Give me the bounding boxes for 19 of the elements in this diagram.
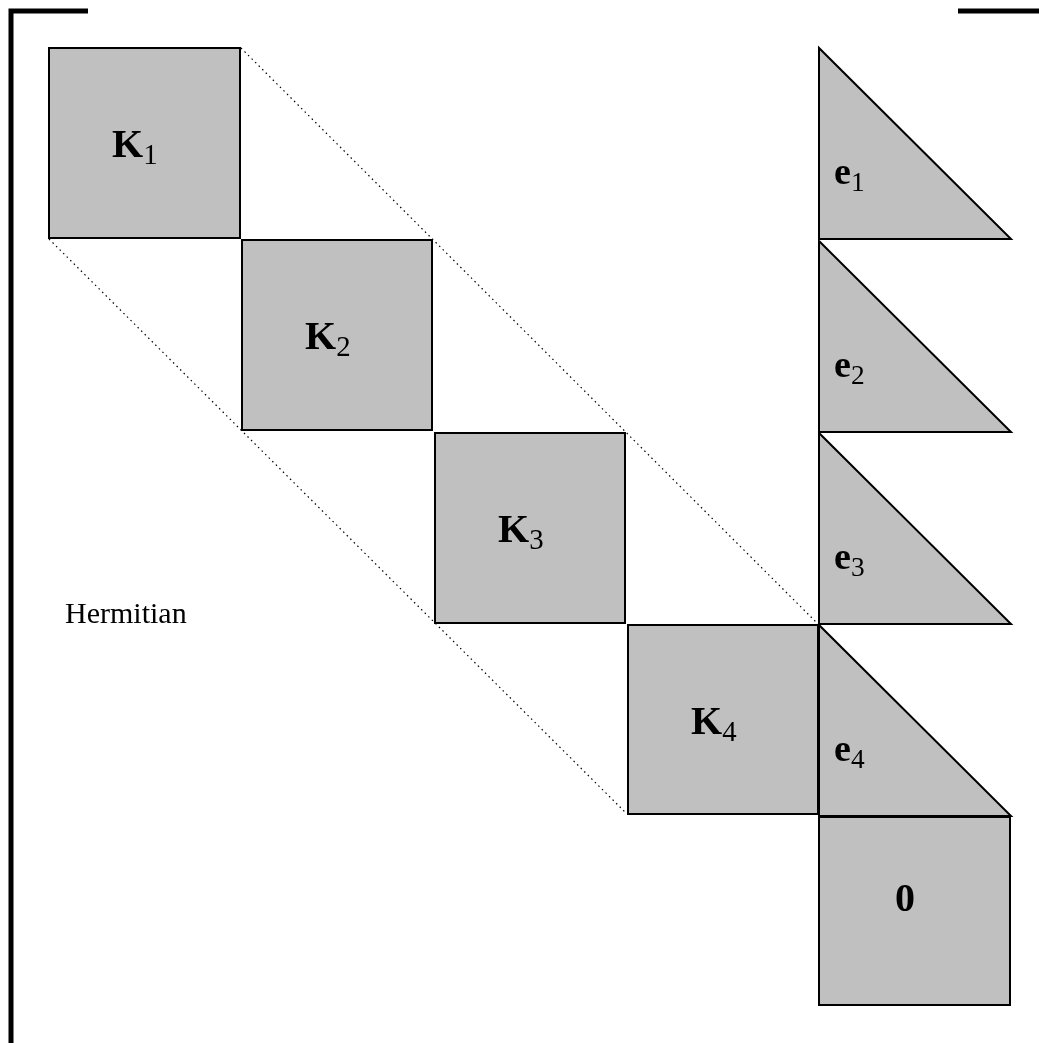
block-label: e$_{4}$ xyxy=(834,729,865,774)
triangle-block xyxy=(818,624,1013,817)
block-label: K$_{3}$ xyxy=(498,509,544,554)
block-label: K$_{1}$ xyxy=(112,124,158,169)
matrix-block xyxy=(818,816,1011,1006)
matrix-block xyxy=(241,239,433,431)
block-label: e$_{3}$ xyxy=(834,537,865,582)
annotation-text: Hermitian xyxy=(65,598,187,628)
triangle-block xyxy=(818,432,1013,625)
block-label: K$_{2}$ xyxy=(305,316,351,361)
block-label: 0 xyxy=(895,878,915,918)
block-label: K$_{4}$ xyxy=(691,701,737,746)
triangle-block xyxy=(818,47,1013,240)
triangle-block xyxy=(818,240,1013,433)
matrix-block xyxy=(434,432,626,624)
block-label: e$_{2}$ xyxy=(834,345,865,390)
matrix-block xyxy=(627,624,819,815)
block-label: e$_{1}$ xyxy=(834,152,865,197)
matrix-block xyxy=(48,47,241,239)
